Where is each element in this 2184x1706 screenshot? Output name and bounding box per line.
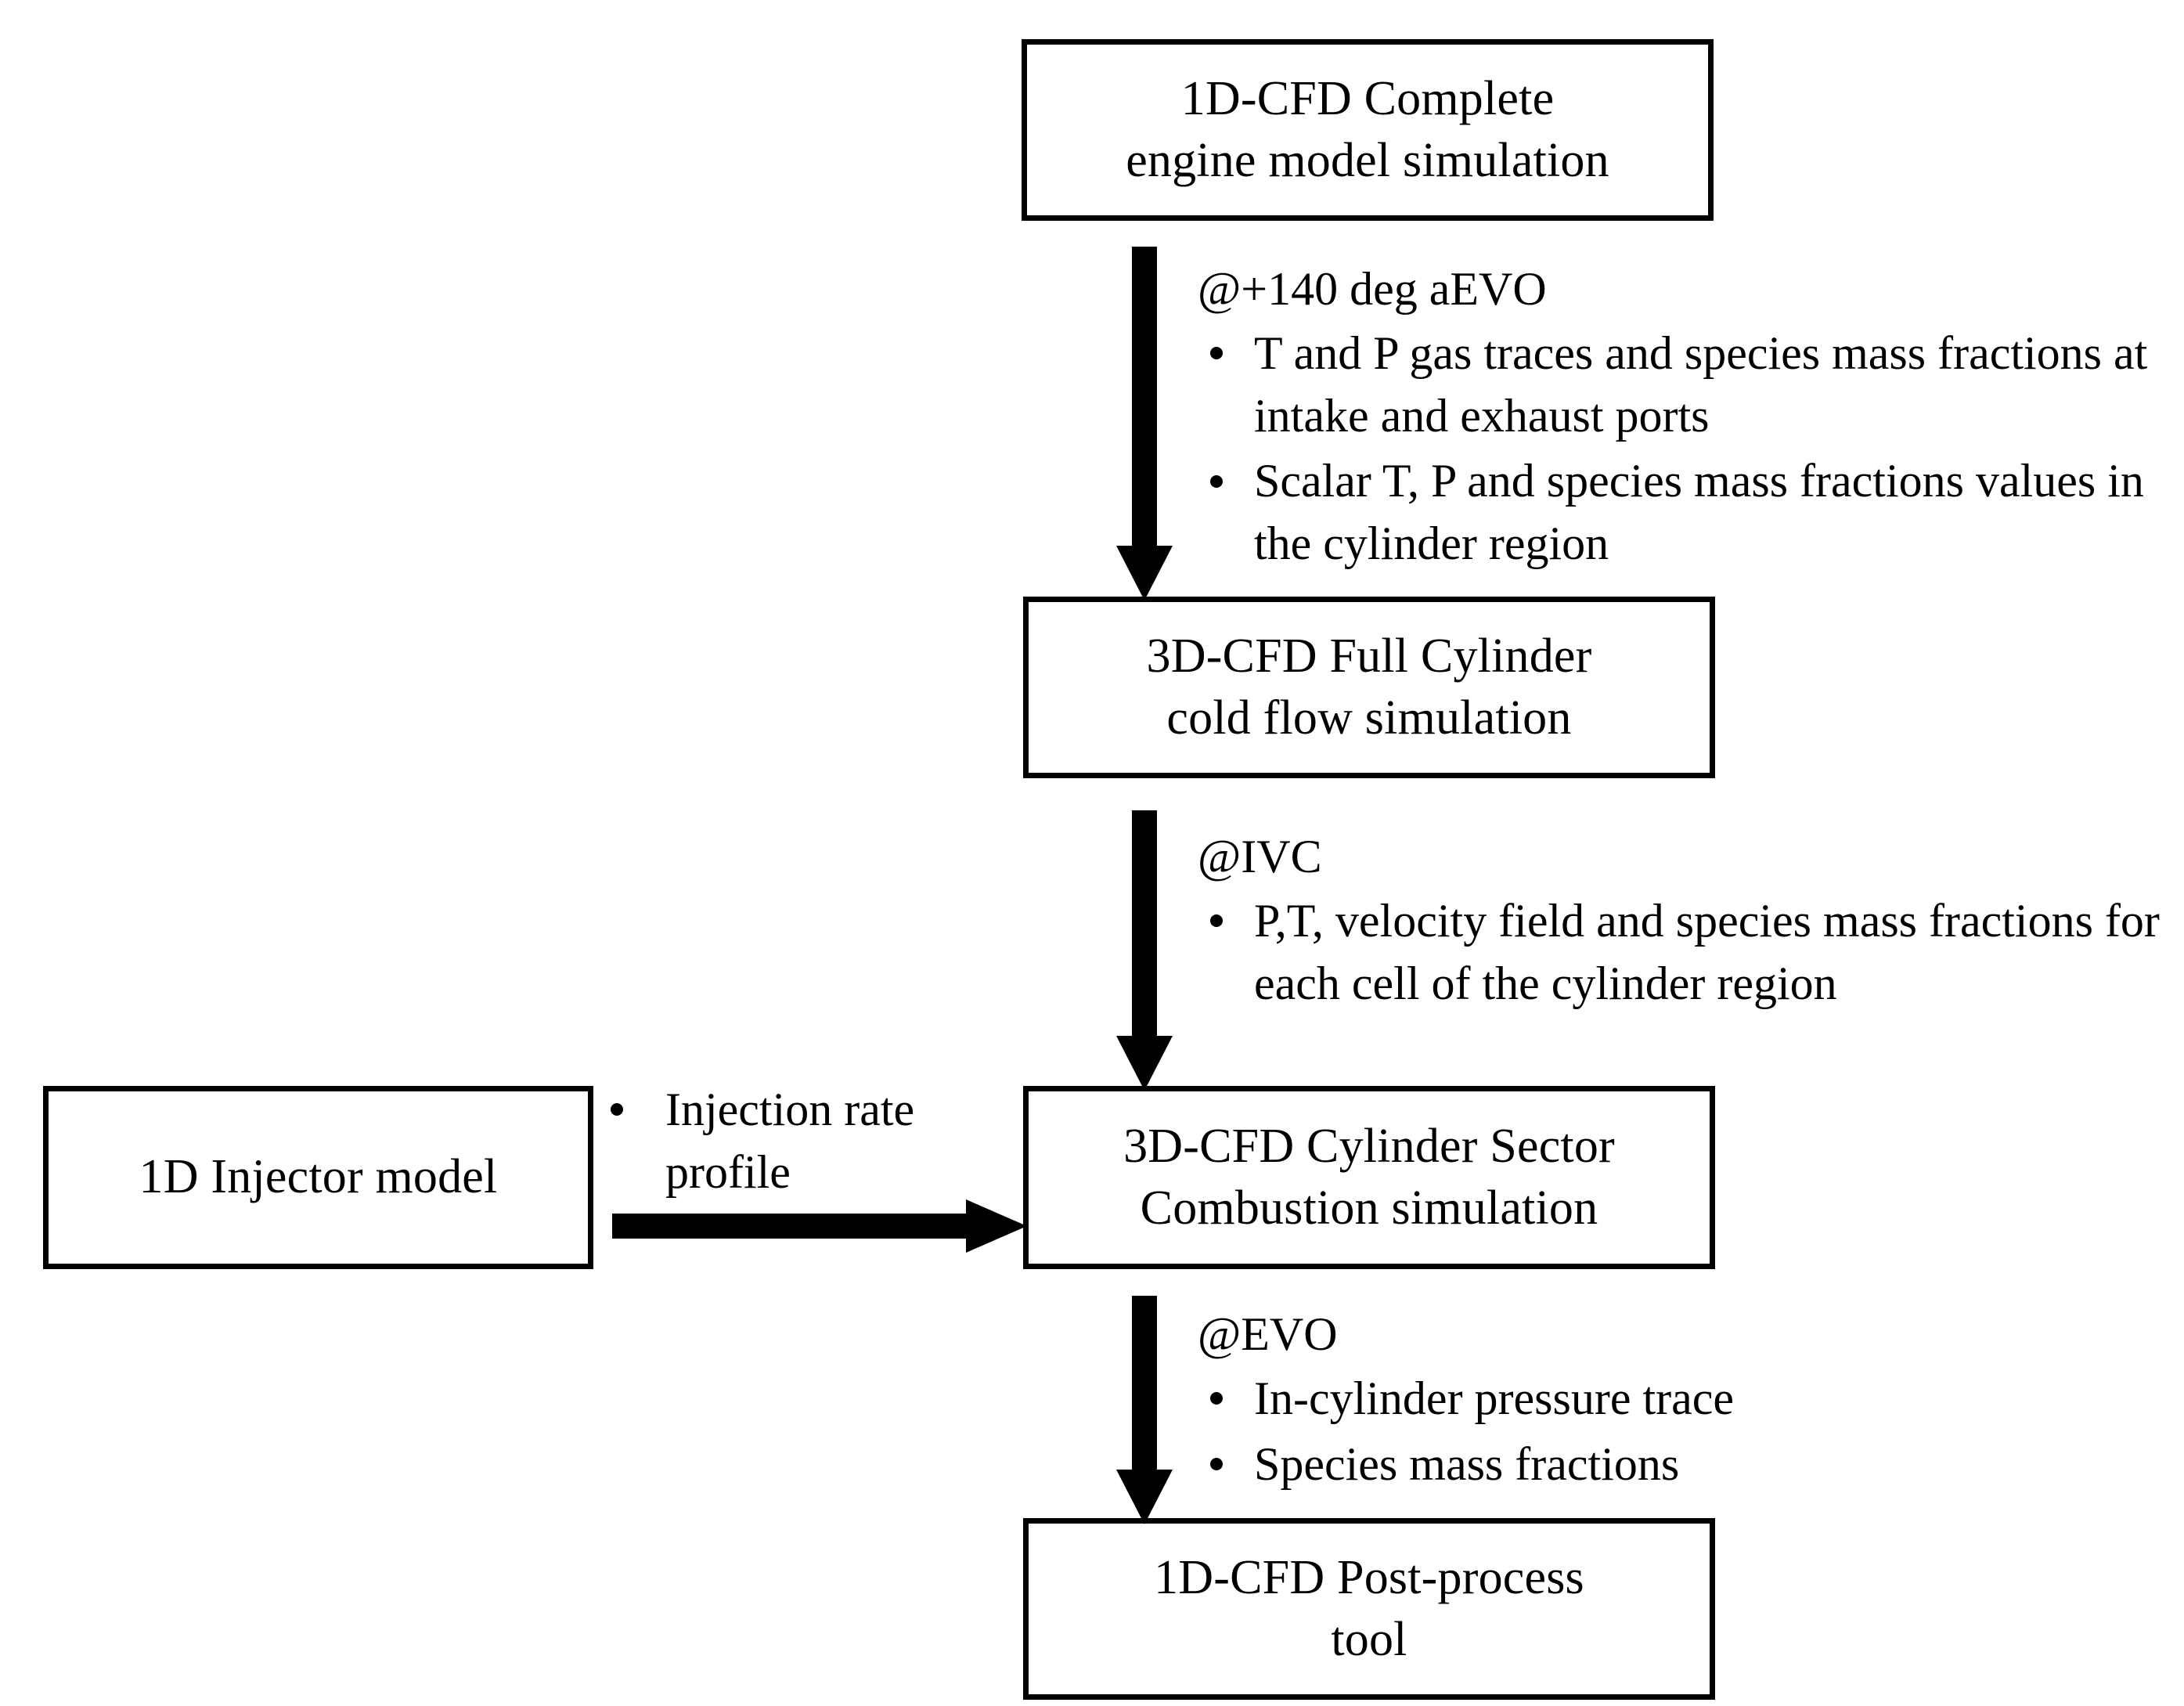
bullet-dot-icon xyxy=(1210,474,1223,488)
node-cylinder-sector-combustion-label: 3D-CFD Cylinder Sector Combustion simula… xyxy=(1123,1119,1615,1235)
annotation-aevo-item-2: Scalar T, P and species mass fractions v… xyxy=(1198,450,2176,575)
arrow-down-cylinder-to-sector-icon xyxy=(1116,810,1173,1091)
annotation-evo-heading: @EVO xyxy=(1198,1308,1338,1360)
annotation-ivc-heading: @IVC xyxy=(1198,831,1322,882)
bullet-dot-icon xyxy=(1210,1457,1223,1470)
annotation-evo: @EVO In-cylinder pressure trace Species … xyxy=(1198,1304,2059,1499)
annotation-ivc-list: P,T, velocity field and species mass fra… xyxy=(1198,890,2168,1015)
node-injector-model-label: 1D Injector model xyxy=(139,1150,498,1204)
annotation-evo-item-1: In-cylinder pressure trace xyxy=(1198,1368,2059,1430)
annotation-evo-item-2-text: Species mass fractions xyxy=(1254,1437,1680,1490)
annotation-aevo-heading: @+140 deg aEVO xyxy=(1198,263,1547,315)
node-post-process-tool[interactable]: 1D-CFD Post-process tool xyxy=(1023,1518,1715,1700)
node-full-cylinder-cold-flow[interactable]: 3D-CFD Full Cylinder cold flow simulatio… xyxy=(1023,597,1715,778)
arrow-down-sector-to-post-icon xyxy=(1116,1296,1173,1524)
annotation-injection-rate: Injection rate profile xyxy=(611,1079,1018,1204)
node-injector-model[interactable]: 1D Injector model xyxy=(43,1086,593,1269)
bullet-dot-icon xyxy=(611,1103,623,1116)
node-cylinder-sector-combustion[interactable]: 3D-CFD Cylinder Sector Combustion simula… xyxy=(1023,1086,1715,1269)
node-complete-engine-model[interactable]: 1D-CFD Complete engine model simulation xyxy=(1022,39,1714,221)
annotation-aevo-item-2-text: Scalar T, P and species mass fractions v… xyxy=(1254,455,2144,570)
annotation-injection-rate-text: Injection rate profile xyxy=(665,1084,915,1198)
node-full-cylinder-cold-flow-label: 3D-CFD Full Cylinder cold flow simulatio… xyxy=(1146,629,1592,745)
annotation-evo-item-2: Species mass fractions xyxy=(1198,1434,2059,1496)
annotation-evo-item-1-text: In-cylinder pressure trace xyxy=(1254,1372,1735,1424)
annotation-injection-rate-row: Injection rate profile xyxy=(611,1079,1018,1204)
annotation-aevo-list: T and P gas traces and species mass frac… xyxy=(1198,323,2176,575)
bullet-dot-icon xyxy=(1210,346,1223,359)
arrow-right-injector-to-sector-icon xyxy=(612,1199,1027,1253)
annotation-aevo-item-1-text: T and P gas traces and species mass frac… xyxy=(1254,326,2148,442)
annotation-ivc: @IVC P,T, velocity field and species mas… xyxy=(1198,826,2168,1018)
annotation-aevo-item-1: T and P gas traces and species mass frac… xyxy=(1198,323,2176,448)
annotation-ivc-item-1: P,T, velocity field and species mass fra… xyxy=(1198,890,2168,1015)
node-complete-engine-model-label: 1D-CFD Complete engine model simulation xyxy=(1126,71,1609,187)
node-post-process-tool-label: 1D-CFD Post-process tool xyxy=(1154,1550,1584,1666)
annotation-evo-list: In-cylinder pressure trace Species mass … xyxy=(1198,1368,2059,1496)
annotation-ivc-item-1-text: P,T, velocity field and species mass fra… xyxy=(1254,894,2160,1009)
bullet-dot-icon xyxy=(1210,914,1223,927)
arrow-down-engine-to-cylinder-icon xyxy=(1116,247,1173,601)
bullet-dot-icon xyxy=(1210,1391,1223,1405)
annotation-aevo: @+140 deg aEVO T and P gas traces and sp… xyxy=(1198,258,2176,579)
